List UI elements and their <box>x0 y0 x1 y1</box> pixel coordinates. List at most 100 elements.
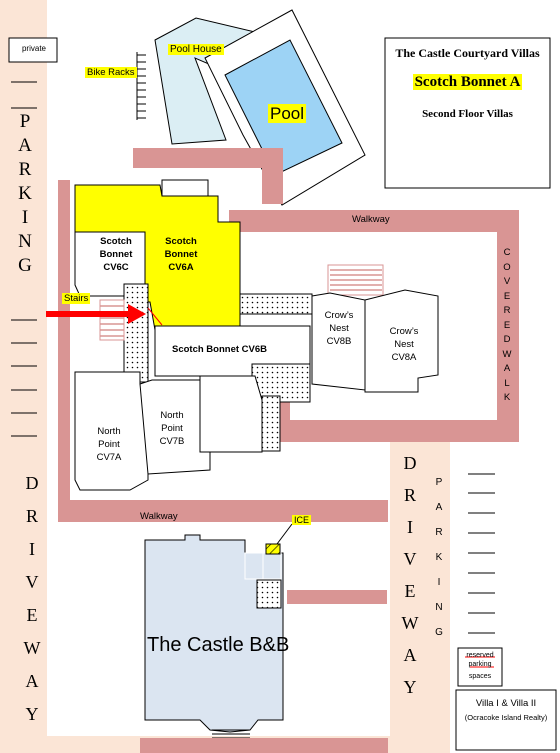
covered-walk-text-letter: O <box>503 261 511 273</box>
cv6b-label: Scotch Bonnet CV6B <box>172 344 268 355</box>
cv8a-label: Crow’s Nest CV8A <box>381 326 427 364</box>
cv8a-line-3: CV8A <box>391 351 417 363</box>
parking-left-text-letter: A <box>18 135 32 156</box>
driveway-left-text-letter: R <box>25 506 38 526</box>
driveway-right-text-letter: R <box>403 485 416 505</box>
left-driveway <box>0 0 47 753</box>
covered-walk-text-letter: K <box>503 392 511 403</box>
cv6a-label: Scotch Bonnet CV6A <box>155 236 207 274</box>
cv7b-line-3: CV7B <box>159 435 185 447</box>
parking-right-text-letter: N <box>435 602 443 613</box>
covered-walk-text-letter: L <box>504 377 510 389</box>
cv6a-line-2: Bonnet <box>164 248 198 260</box>
cv8b-label: Crow’s Nest CV8B <box>316 310 362 348</box>
driveway-left-text-letter: V <box>25 572 39 592</box>
stairs-label: Stairs <box>62 293 91 304</box>
driveway-right-text-letter: D <box>403 453 417 473</box>
walkways <box>58 148 519 604</box>
villa-box <box>455 689 557 751</box>
stairs-crowsnest <box>327 264 384 296</box>
villa-line-2: (Ocracoke Island Realty) <box>464 713 548 722</box>
driveway-right-text-letter: Y <box>403 677 417 697</box>
title-line-1: The Castle Courtyard Villas <box>395 46 540 60</box>
parking-right-text-letter: A <box>435 502 443 513</box>
driveway-right-text-letter: A <box>403 645 417 665</box>
parking-left-text-letter: G <box>18 255 32 276</box>
cv6c-label: Scotch Bonnet CV6C <box>90 236 142 274</box>
parking-left-text-letter: P <box>19 111 31 132</box>
private-area <box>8 37 58 63</box>
spaces-label: spaces <box>468 673 492 680</box>
parking-right-text-letter: K <box>435 552 443 563</box>
parking-right-text-letter: I <box>437 577 441 588</box>
parking-left-text-letter: K <box>18 183 32 204</box>
stairs-left-red <box>99 299 125 341</box>
covered-walk-text-letter: W <box>502 348 512 360</box>
cv7b-line-2: Point <box>161 422 183 434</box>
cv7a-label: North Point CV7A <box>86 426 132 464</box>
castle-building <box>144 534 284 733</box>
covered-walk-text-letter: E <box>503 290 511 302</box>
walkway-bottom-label: Walkway <box>140 511 178 522</box>
cv6a-line-3: CV6A <box>168 261 194 273</box>
cv6c-line-1: Scotch <box>100 236 132 247</box>
parking-left-text-letter: N <box>18 231 32 252</box>
driveway-right-text-letter: V <box>403 549 417 569</box>
ice-label: ICE <box>292 515 312 525</box>
cv7a-line-2: Point <box>98 438 120 450</box>
parking-right-text-letter: P <box>435 477 443 488</box>
driveway-left-text-letter: W <box>23 638 41 658</box>
pool-label: Pool <box>268 104 307 124</box>
cv6c-line-3: CV6C <box>103 261 129 273</box>
villa-line-1: Villa I & Villa II <box>475 698 537 709</box>
cv6c-line-2: Bonnet <box>99 248 133 260</box>
stairs-left <box>123 283 149 383</box>
cv8b-line-2: Nest <box>329 322 349 334</box>
castle-label: The Castle B&B <box>147 634 290 656</box>
cv7a-line-1: North <box>97 426 121 437</box>
covered-walk-text-letter: A <box>503 363 511 374</box>
title-line-3: Second Floor Villas <box>422 108 513 120</box>
cv8b-line-1: Crow’s <box>324 310 354 321</box>
private-label: private <box>21 44 46 53</box>
cv8a-line-1: Crow’s <box>389 326 419 337</box>
cv7a-line-3: CV7A <box>96 451 122 463</box>
landing-6a-8b <box>239 293 313 315</box>
right-parking-dividers <box>468 473 495 654</box>
landing-7b <box>261 395 281 452</box>
driveway-left-text-letter: E <box>26 605 38 625</box>
parking-right-text-letter: G <box>435 627 443 638</box>
cv8b-line-3: CV8B <box>326 335 352 347</box>
ice-machine <box>265 543 281 555</box>
castle-stair-dots <box>256 579 282 609</box>
stairs-arrow <box>46 304 146 324</box>
driveway-right-text-letter: W <box>401 613 419 633</box>
title-line-2: Scotch Bonnet A <box>386 74 549 91</box>
driveway-right-text-letter: E <box>404 581 416 601</box>
unit-cv8a <box>364 289 439 393</box>
driveway-left-text-letter: A <box>25 671 39 691</box>
walkway-top-label: Walkway <box>352 214 390 225</box>
right-driveway <box>390 440 450 753</box>
covered-walk-text-letter: R <box>503 305 511 316</box>
pool-house-label: Pool House <box>168 44 224 55</box>
cv7b-label: North Point CV7B <box>149 410 195 448</box>
castle-bottom-walk <box>140 738 388 753</box>
covered-walk-text-letter: D <box>503 334 511 345</box>
pool-label-text: Pool <box>268 104 307 123</box>
parking-left-text-letter: R <box>18 159 32 180</box>
parking-left-text-letter: I <box>21 207 29 228</box>
driveway-left-text-letter: Y <box>25 704 39 724</box>
covered-walk-text-letter: V <box>503 276 511 287</box>
reserved-parking-label: reserved parking <box>466 652 494 669</box>
unit-cv7-right <box>199 375 263 453</box>
left-parking-dividers <box>11 81 37 437</box>
bike-racks-label: Bike Racks <box>85 67 137 78</box>
cv7b-line-1: North <box>160 410 184 421</box>
bike-rack-lines <box>136 52 146 120</box>
